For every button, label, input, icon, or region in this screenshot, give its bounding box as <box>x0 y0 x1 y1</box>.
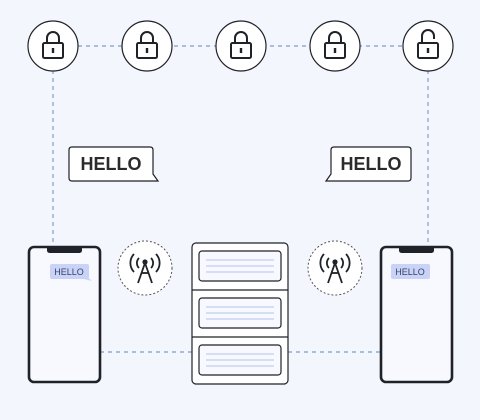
right-speech-bubble: HELLO <box>324 146 412 182</box>
lock-open-icon <box>402 20 454 72</box>
lock-closed-icon <box>121 20 173 72</box>
signal-tower-icon <box>307 240 363 296</box>
signal-tower-icon <box>117 240 173 296</box>
phone-notch <box>399 246 434 253</box>
lock-row <box>27 20 454 72</box>
server-unit <box>198 344 282 376</box>
lock-closed-icon <box>215 20 267 72</box>
left-phone-message: HELLO <box>54 267 84 277</box>
lock-closed-icon <box>27 20 79 72</box>
right-phone: HELLO <box>379 245 454 384</box>
left-speech-bubble: HELLO <box>68 146 160 182</box>
left-phone: HELLO <box>27 245 102 384</box>
right-phone-message-badge: HELLO <box>391 264 430 279</box>
left-bubble-text: HELLO <box>81 154 142 174</box>
lock-closed-icon <box>309 20 361 72</box>
right-bubble-text: HELLO <box>341 154 402 174</box>
server-unit <box>198 297 282 329</box>
left-phone-message-badge: HELLO <box>50 264 92 281</box>
right-phone-message: HELLO <box>395 267 425 277</box>
server-rack-icon <box>191 242 289 385</box>
server-unit <box>198 250 282 282</box>
phone-notch <box>47 246 82 253</box>
